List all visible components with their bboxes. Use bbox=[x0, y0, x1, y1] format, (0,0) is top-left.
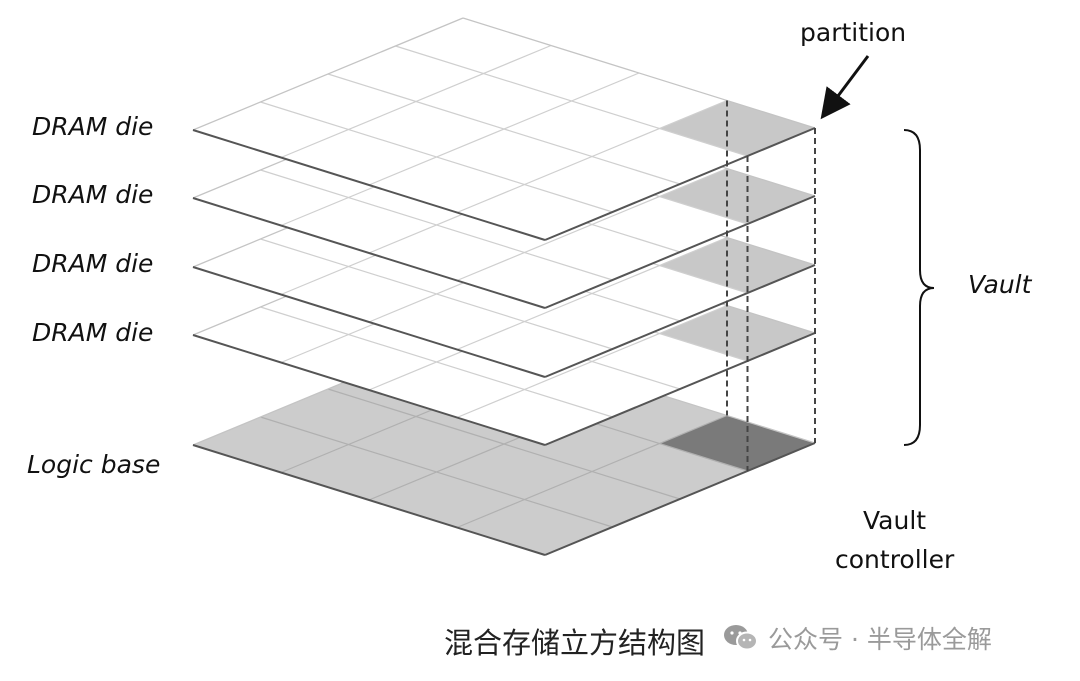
dram-die-label-4: DRAM die bbox=[32, 318, 154, 347]
grid-line bbox=[456, 304, 728, 419]
wechat-icon bbox=[724, 625, 758, 651]
partition-cell bbox=[659, 168, 815, 224]
layer-front-edge bbox=[192, 129, 546, 241]
layer-stack bbox=[192, 17, 816, 556]
watermark-text: 公众号 · 半导体全解 bbox=[768, 625, 992, 654]
layer-front-edge bbox=[544, 127, 816, 241]
layer-front-edge bbox=[544, 264, 816, 378]
grid-line bbox=[456, 414, 728, 529]
vault-label: Vault bbox=[968, 270, 1032, 299]
layer-front-edge bbox=[192, 334, 546, 446]
layer-front-edge bbox=[544, 332, 816, 446]
figure-caption: 混合存储立方结构图 bbox=[444, 626, 706, 660]
grid-line bbox=[456, 99, 728, 214]
dram-die-label-1: DRAM die bbox=[32, 112, 154, 141]
grid-line bbox=[456, 236, 728, 351]
dram-die-layer-1 bbox=[192, 17, 816, 241]
partition-cell bbox=[659, 100, 815, 156]
vault-connectors bbox=[726, 55, 935, 471]
vault-brace bbox=[903, 129, 935, 446]
partition-label: partition bbox=[800, 18, 907, 47]
layer-front-edge bbox=[544, 442, 816, 556]
vault-controller-cell bbox=[659, 415, 815, 471]
logic-base-label: Logic base bbox=[27, 450, 161, 479]
layer-front-edge bbox=[192, 266, 546, 378]
layer-back-edge bbox=[462, 17, 816, 129]
partition-cell bbox=[659, 237, 815, 293]
dram-die-label-2: DRAM die bbox=[32, 180, 154, 209]
vault-controller-label-line1: Vault bbox=[863, 506, 927, 535]
layer-front-edge bbox=[192, 444, 546, 556]
grid-line bbox=[456, 167, 728, 282]
stacked-die-diagram bbox=[192, 17, 935, 556]
partition-cell bbox=[659, 305, 815, 361]
vault-controller-label-line2: controller bbox=[835, 545, 955, 574]
layer-front-edge bbox=[544, 195, 816, 309]
grid-line bbox=[280, 44, 552, 159]
watermark: 公众号 · 半导体全解 bbox=[722, 620, 992, 656]
layer-front-edge bbox=[192, 197, 546, 309]
partition-arrow bbox=[820, 55, 870, 120]
layer-back-edge bbox=[192, 17, 464, 131]
dram-die-label-3: DRAM die bbox=[32, 249, 154, 278]
grid-line bbox=[368, 72, 640, 186]
